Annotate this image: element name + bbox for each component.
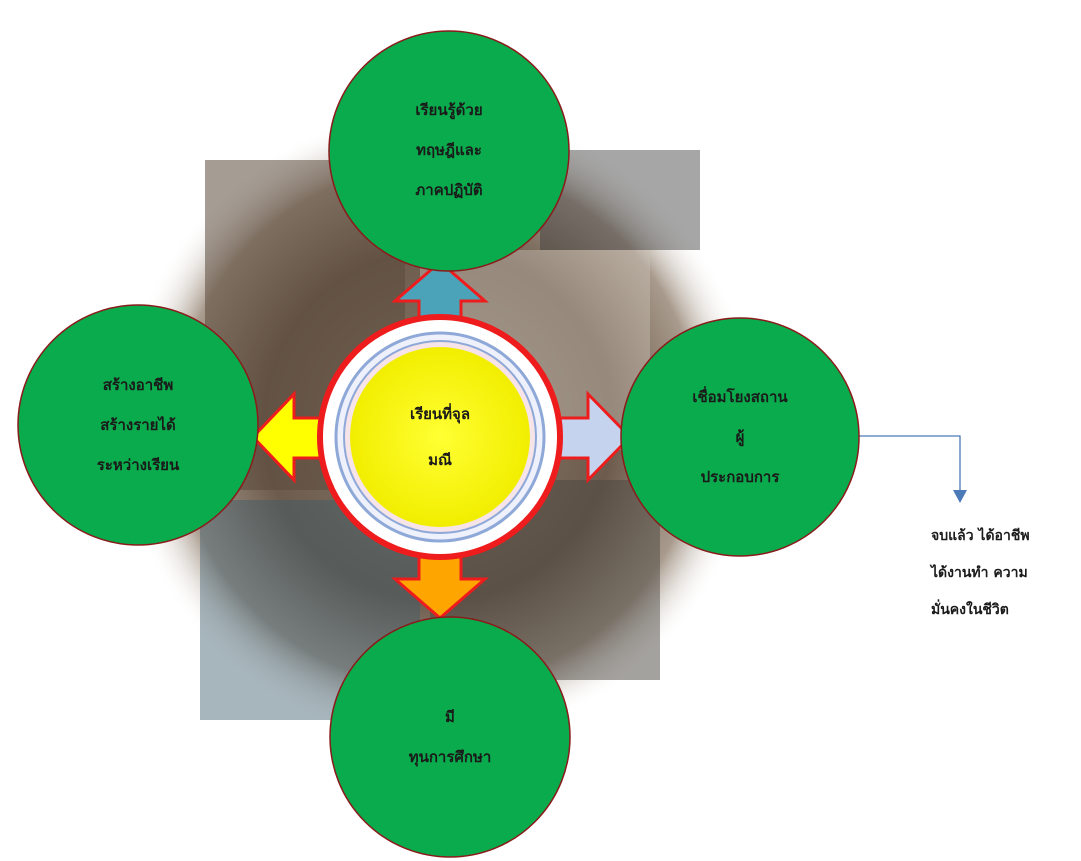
- node-right-line-2: ผู้: [735, 428, 745, 446]
- center-label: เรียนที่จุล มณี: [360, 387, 520, 487]
- node-left-line-1: สร้างอาชีพ: [102, 376, 174, 394]
- node-bottom-line-1: มี: [445, 708, 455, 726]
- node-right-circle: [620, 317, 860, 557]
- node-top-circle: [328, 30, 570, 272]
- node-left: สร้างอาชีพ สร้างรายได้ ระหว่างเรียน: [38, 345, 238, 505]
- node-right-line-1: เชื่อมโยงสถาน: [692, 388, 788, 406]
- node-left-line-3: ระหว่างเรียน: [96, 456, 180, 474]
- node-right: เชื่อมโยงสถาน ผู้ ประกอบการ: [640, 357, 840, 517]
- node-left-line-2: สร้างรายได้: [100, 416, 176, 434]
- node-top: เรียนรู้ด้วย ทฤษฎีและ ภาคปฏิบัติ: [349, 70, 549, 230]
- result-connector: [858, 435, 967, 503]
- result-line-3: มั่นคงในชีวิต: [931, 602, 1009, 618]
- node-top-line-3: ภาคปฏิบัติ: [415, 181, 483, 199]
- node-top-line-2: ทฤษฎีและ: [416, 141, 482, 159]
- result-text: จบแล้ว ได้อาชีพ ได้งานทำ ความ มั่นคงในชี…: [931, 518, 1076, 629]
- node-bottom-circle: [329, 616, 571, 858]
- node-bottom: มี ทุนการศึกษา: [350, 677, 550, 797]
- result-line-2: ได้งานทำ ความ: [931, 565, 1028, 581]
- center-hub: [317, 314, 563, 560]
- result-line-1: จบแล้ว ได้อาชีพ: [931, 528, 1030, 544]
- center-line-1: เรียนที่จุล: [409, 405, 471, 423]
- node-bottom-line-2: ทุนการศึกษา: [408, 748, 492, 766]
- node-left-circle: [17, 304, 259, 546]
- node-right-line-3: ประกอบการ: [700, 468, 780, 486]
- node-top-line-1: เรียนรู้ด้วย: [415, 101, 483, 119]
- center-line-2: มณี: [428, 451, 452, 469]
- connector-arrowhead-icon: [953, 490, 967, 503]
